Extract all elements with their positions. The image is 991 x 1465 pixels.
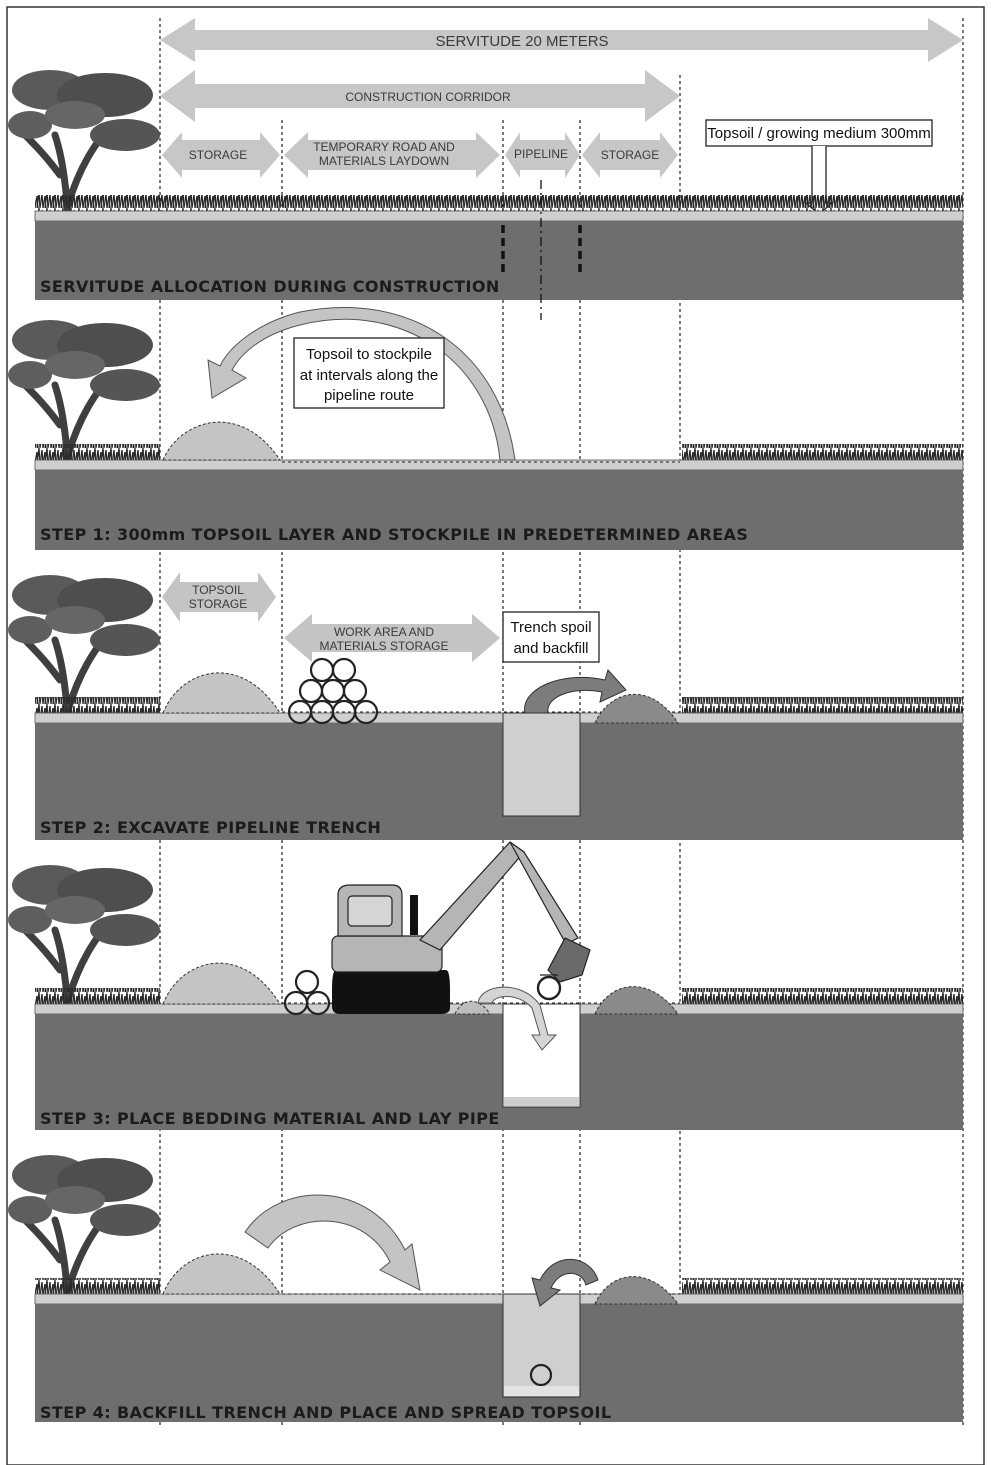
pipeline-label: PIPELINE [514,147,568,161]
storage-right-arrow [582,132,678,178]
topsoil-spread-arrow [244,1194,421,1291]
backfilled-trench [502,1293,581,1398]
step1-callout-box [293,337,445,409]
topsoil-layer [34,210,964,222]
topsoil-stockpile [162,672,281,714]
panel-step-1: Topsoil to stockpile at intervals along … [8,307,964,550]
step2-callout-line2: and backfill [513,640,588,657]
temporary-road-arrow [284,132,500,178]
pipeline-trench [502,712,581,817]
storage-right-label: STORAGE [601,148,659,162]
step1-callout-line3: pipeline route [324,387,414,404]
step1-callout-line2: at intervals along the [300,367,438,384]
step2-callout-box [502,611,600,663]
trench-spoil-pile [594,986,679,1015]
trench-spoil-pile [594,1276,679,1305]
panel-step-2: TOPSOIL STORAGE WORK AREA AND MATERIALS … [8,572,964,840]
topsoil-callout-text: Topsoil / growing medium 300mm [707,125,930,142]
panel-title-step-1: STEP 1: 300mm TOPSOIL LAYER AND STOCKPIL… [40,525,748,544]
trench-spoil-pile [594,694,679,724]
servitude-arrow [160,18,963,62]
temporary-road-label-line1: TEMPORARY ROAD AND [313,140,455,154]
storage-left-arrow [162,132,280,178]
construction-corridor-arrow [160,70,680,122]
work-area-arrow [284,614,500,662]
soil-layer [35,221,963,300]
bedding-move-arrow [477,986,558,1051]
outer-border [6,6,985,1465]
step2-callout-line1: Trench spoil [510,619,591,636]
panel-servitude-allocation: SERVITUDE 20 METERS CONSTRUCTION CORRIDO… [8,18,964,320]
grass-strip [35,195,963,211]
excavator-icon [331,841,591,1014]
servitude-label: SERVITUDE 20 METERS [435,33,608,50]
topsoil-stockpile [162,421,281,461]
panel-title-step-2: STEP 2: EXCAVATE PIPELINE TRENCH [40,818,381,837]
bedding-material [504,1097,579,1106]
topsoil-storage-line2: STORAGE [189,597,247,611]
panel-title-servitude: SERVITUDE ALLOCATION DURING CONSTRUCTION [40,277,500,296]
laid-pipe [529,1363,553,1387]
panel-title-step-4: STEP 4: BACKFILL TRENCH AND PLACE AND SP… [40,1403,611,1422]
backfill-arrow [531,1258,599,1307]
work-area-line2: MATERIALS STORAGE [320,639,449,653]
pipeline-arrow [505,132,580,178]
construction-corridor-label: CONSTRUCTION CORRIDOR [345,90,511,104]
step1-callout-line1: Topsoil to stockpile [306,346,432,363]
panel-step-4: STEP 4: BACKFILL TRENCH AND PLACE AND SP… [8,1155,964,1422]
spoil-move-arrow [524,669,627,714]
topsoil-storage-arrow [162,572,276,622]
storage-left-label: STORAGE [189,148,247,162]
topsoil-stockpile [162,962,281,1005]
topsoil-storage-line1: TOPSOIL [192,583,244,597]
temporary-road-label-line2: MATERIALS LAYDOWN [319,154,449,168]
topsoil-stockpile [162,1253,281,1295]
panel-step-3: STEP 3: PLACE BEDDING MATERIAL AND LAY P… [8,841,964,1130]
work-area-line1: WORK AREA AND [334,625,434,639]
panel-title-step-3: STEP 3: PLACE BEDDING MATERIAL AND LAY P… [40,1109,500,1128]
